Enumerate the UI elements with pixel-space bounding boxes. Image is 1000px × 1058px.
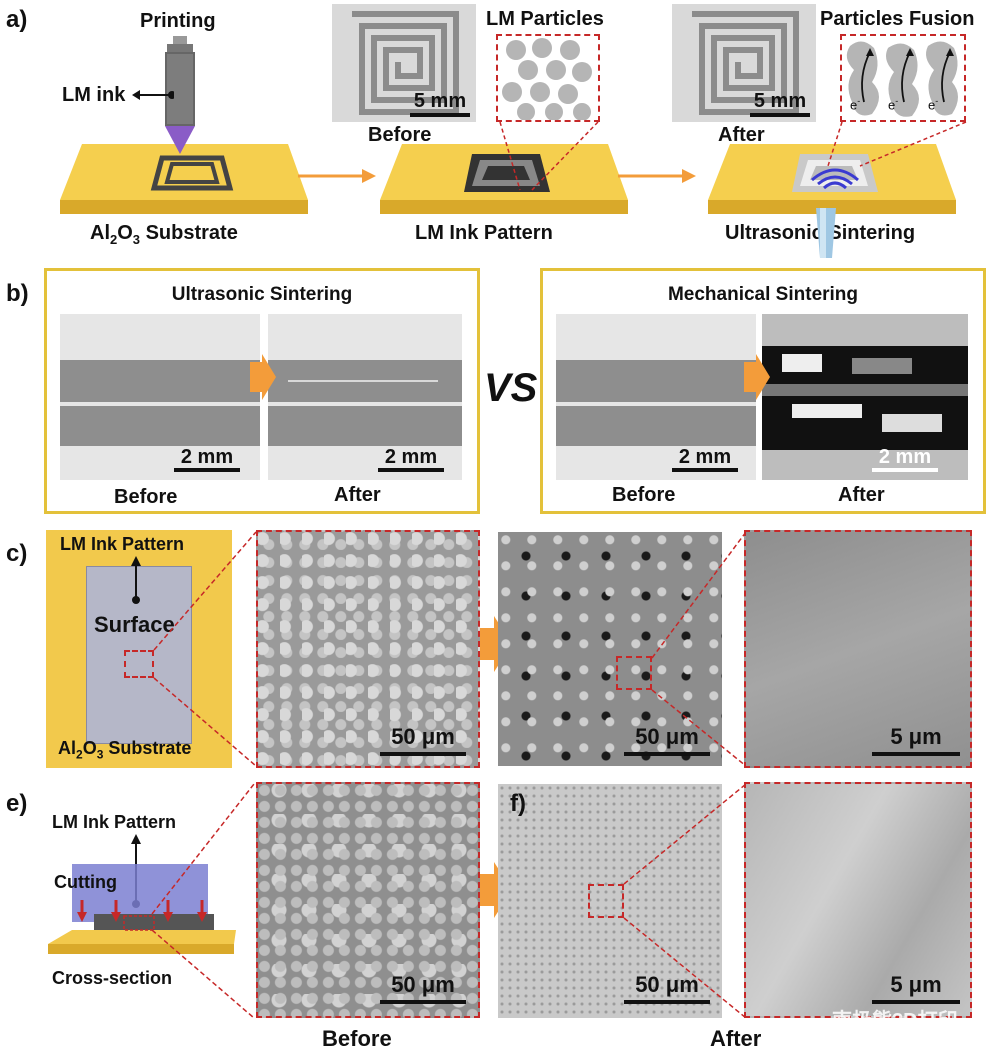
particles-fusion-inset: e- e- e- bbox=[840, 34, 966, 122]
b-before-label-2: Before bbox=[612, 484, 676, 506]
c-substrate-diagram bbox=[46, 530, 232, 768]
lm-ink-pattern-label-a: LM Ink Pattern bbox=[415, 222, 553, 244]
b-after-label-1: After bbox=[334, 484, 381, 506]
b-scale-label-1: 2 mm bbox=[180, 446, 234, 468]
e-cutting-plane bbox=[72, 864, 208, 922]
b-scale-bar-4 bbox=[872, 468, 938, 472]
b-scale-bar-2 bbox=[378, 468, 444, 472]
e-cross-section-label: Cross-section bbox=[52, 968, 173, 988]
inset-leader-lines-a bbox=[499, 121, 599, 191]
substrate-plate-2 bbox=[380, 144, 628, 214]
scale-label-a-before: 5 mm bbox=[413, 90, 467, 112]
lm-ink-arrow bbox=[132, 90, 174, 100]
c-arrow bbox=[480, 616, 512, 672]
panel-b-letter: b) bbox=[6, 280, 29, 307]
f-leader-lines bbox=[623, 783, 747, 1019]
substrate-plate-3 bbox=[708, 144, 956, 214]
inset-leader-lines-a2 bbox=[827, 121, 967, 167]
e-scale-label-1: 50 μm bbox=[391, 972, 455, 997]
d-scale-label: 50 μm bbox=[635, 724, 699, 749]
c-lm-ink-pattern-label: LM Ink Pattern bbox=[60, 534, 185, 554]
b-photo-ultrasonic-before bbox=[60, 314, 260, 480]
c-pointer-arrow bbox=[131, 556, 141, 604]
b-scale-label-3: 2 mm bbox=[678, 446, 732, 468]
ultrasonic-title: Ultrasonic Sintering bbox=[171, 284, 353, 305]
e-leader-lines bbox=[151, 783, 255, 1019]
mechanical-frame bbox=[540, 268, 986, 514]
panel-a-letter: a) bbox=[6, 6, 28, 33]
d-leader-lines bbox=[651, 531, 747, 767]
spiral-photo-before bbox=[332, 4, 476, 122]
lm-particles-label: LM Particles bbox=[486, 8, 604, 30]
printing-label: Printing bbox=[140, 10, 216, 32]
d-sem-after bbox=[498, 532, 722, 766]
c-scale-bar-1 bbox=[380, 752, 466, 756]
lm-particles-inset bbox=[496, 34, 600, 122]
c-roi-box bbox=[124, 650, 154, 678]
b-photo-mechanical-after bbox=[762, 314, 968, 480]
e-arrow bbox=[480, 862, 512, 918]
e-cross-section-diagram bbox=[48, 900, 236, 954]
b-after-label-2: After bbox=[838, 484, 885, 506]
after-label-a: After bbox=[718, 124, 765, 146]
lm-ink-label: LM ink bbox=[62, 84, 126, 106]
electron-label-3: e- bbox=[928, 96, 939, 113]
f-sem-after bbox=[498, 784, 722, 1018]
f-scale-bar bbox=[624, 1000, 710, 1004]
mechanical-title: Mechanical Sintering bbox=[667, 284, 859, 305]
scale-bar-a-before bbox=[410, 113, 470, 117]
b-before-label-1: Before bbox=[114, 486, 178, 508]
c-surface-label: Surface bbox=[94, 612, 175, 637]
f-zoom-scale-bar bbox=[872, 1000, 960, 1004]
sonotrode-icon bbox=[816, 208, 836, 258]
scale-bar-a-after bbox=[750, 113, 810, 117]
d-zoom-scale-bar bbox=[872, 752, 960, 756]
e-cutting-label: Cutting bbox=[54, 872, 117, 892]
d-zoom-scale-label: 5 μm bbox=[890, 724, 942, 749]
f-sem-zoom bbox=[744, 782, 972, 1018]
process-arrow-1 bbox=[298, 169, 376, 183]
particles-fusion-label: Particles Fusion bbox=[820, 8, 975, 30]
b-scale-bar-1 bbox=[174, 468, 240, 472]
b-photo-mechanical-before bbox=[556, 314, 756, 480]
e-lm-ink-pattern-label: LM Ink Pattern bbox=[52, 812, 177, 832]
d-scale-bar bbox=[624, 752, 710, 756]
substrate-plate-1 bbox=[60, 144, 308, 214]
b-arrow-1 bbox=[250, 354, 276, 400]
f-scale-label: 50 μm bbox=[635, 972, 699, 997]
e-sem-before bbox=[256, 782, 480, 1018]
before-label-a: Before bbox=[368, 124, 432, 146]
panel-f-letter: f) bbox=[510, 790, 526, 817]
f-roi-box bbox=[588, 884, 624, 918]
scale-label-a-after: 5 mm bbox=[753, 90, 807, 112]
panel-e-letter: e) bbox=[6, 790, 28, 817]
bottom-before-label: Before bbox=[322, 1026, 392, 1051]
electron-label-1: e- bbox=[850, 96, 861, 113]
substrate-label-a: Al2O3 Substrate bbox=[90, 222, 238, 247]
process-arrow-2 bbox=[618, 169, 696, 183]
watermark: 南极熊3D打印 bbox=[832, 1010, 958, 1032]
electron-label-2: e- bbox=[888, 96, 899, 113]
c-sem-before bbox=[256, 530, 480, 768]
ultrasonic-frame bbox=[44, 268, 480, 514]
bottom-after-label: After bbox=[710, 1026, 762, 1051]
f-zoom-scale-label: 5 μm bbox=[890, 972, 942, 997]
spiral-photo-after bbox=[672, 4, 816, 122]
syringe-icon bbox=[165, 36, 195, 154]
d-sem-zoom bbox=[744, 530, 972, 768]
b-arrow-2 bbox=[744, 354, 770, 400]
e-scale-bar-1 bbox=[380, 1000, 466, 1004]
vs-label: VS bbox=[484, 366, 538, 410]
b-photo-ultrasonic-after bbox=[268, 314, 462, 480]
b-scale-label-2: 2 mm bbox=[384, 446, 438, 468]
b-scale-label-4: 2 mm bbox=[878, 446, 932, 468]
panel-c-letter: c) bbox=[6, 540, 28, 567]
c-substrate-label: Al2O3 Substrate bbox=[58, 738, 192, 762]
c-scale-label-1: 50 μm bbox=[391, 724, 455, 749]
d-roi-box bbox=[616, 656, 652, 690]
c-leader-lines bbox=[153, 531, 257, 767]
b-scale-bar-3 bbox=[672, 468, 738, 472]
